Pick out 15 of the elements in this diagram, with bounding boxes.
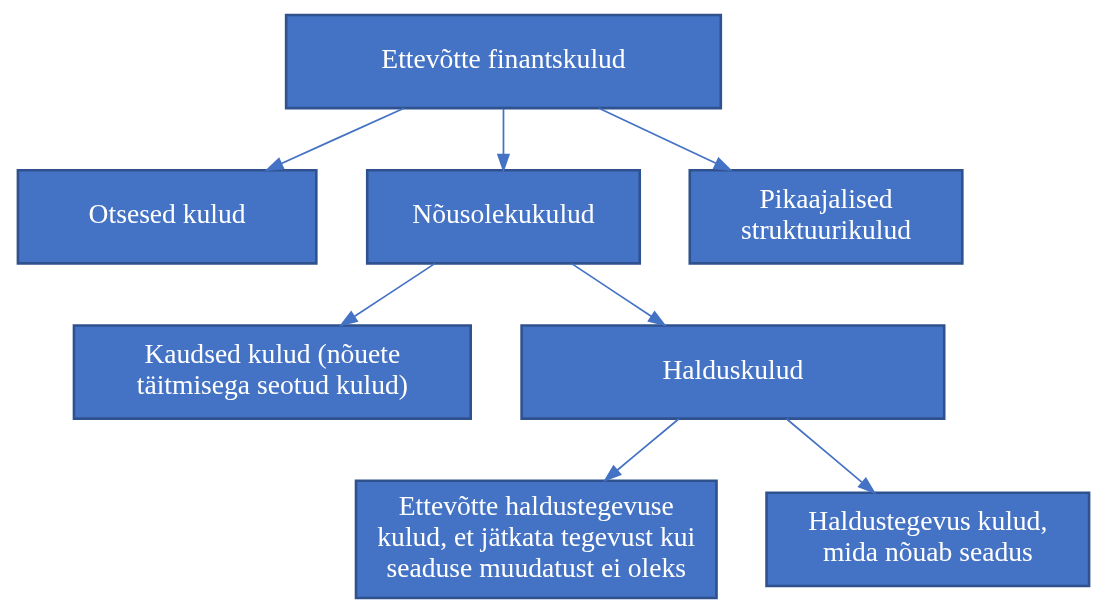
arrow [496,107,510,173]
arrow [785,418,876,495]
node-box: Otsesed kulud [16,168,318,265]
node-box: Halduskulud [519,324,945,420]
node-box: Pikaajalised struktuurikulud [687,168,964,265]
arrow [602,418,679,482]
node-box: Ettevõtte finantskulud [284,13,722,110]
node-box: Nõusolekukulud [365,168,641,265]
arrow [338,262,436,327]
arrow [597,107,733,172]
node-box: Ettevõtte haldustegevuse kulud, et jätkata tegevust kui seaduse muudatust ei oleks [354,479,718,600]
node-box: Haldustegevus kulud, mida nõuab seadus [764,491,1090,588]
arrow [570,262,667,327]
arrow [264,107,405,172]
node-box: Kaudsed kulud (nõuete täitmisega seotud kulud) [72,324,472,420]
